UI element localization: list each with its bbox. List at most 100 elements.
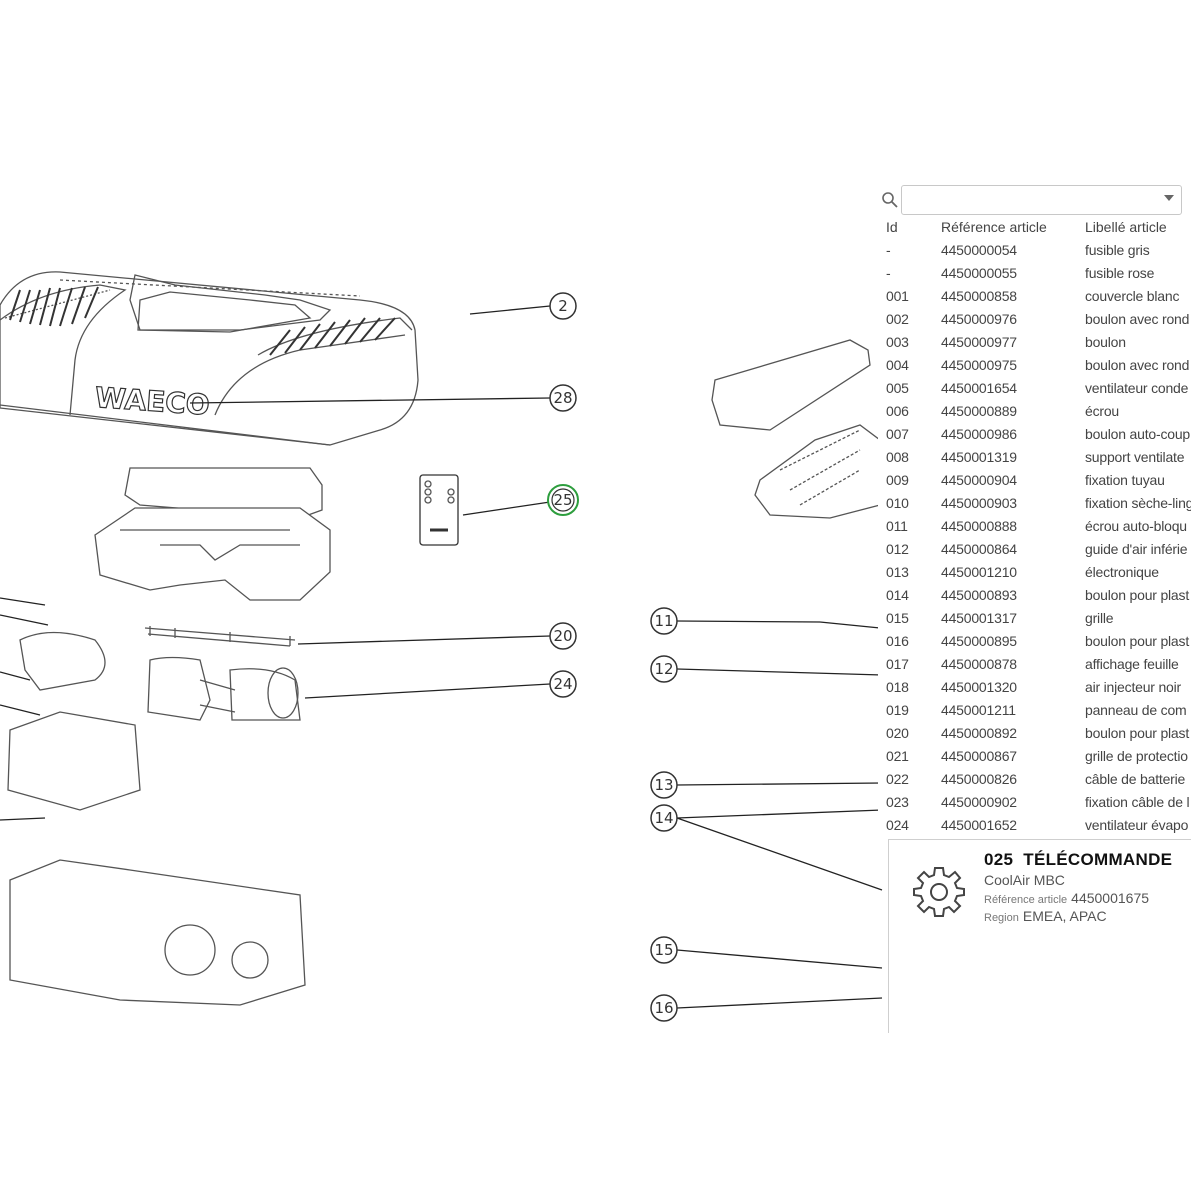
row-name: affichage feuille [1085,656,1179,672]
row-name: couvercle blanc [1085,288,1180,304]
rail-part[interactable] [144,626,296,647]
chevron-down-icon[interactable] [1164,195,1174,201]
row-id: 010 [886,495,909,511]
row-id: - [886,242,891,258]
row-name: écrou auto-bloqu [1085,518,1187,534]
right-bracket-part[interactable] [711,339,881,519]
row-id: 009 [886,472,909,488]
row-name: fusible rose [1085,265,1155,281]
row-id: 016 [886,633,909,649]
row-id: 005 [886,380,909,396]
row-id: 015 [886,610,909,626]
row-name: boulon pour plast [1085,725,1190,741]
row-id: 017 [886,656,909,672]
callout-15[interactable]: 15 [650,936,678,964]
table-header: Id Référence article Libellé article [878,219,1191,241]
callout-28[interactable]: 28 [549,384,577,412]
callout-20[interactable]: 20 [549,622,577,650]
callout-12[interactable]: 12 [650,655,678,683]
row-name: guide d'air inférie [1085,541,1188,557]
row-id: 001 [886,288,909,304]
row-id: 018 [886,679,909,695]
row-id: 014 [886,587,909,603]
row-id: 012 [886,541,909,557]
table-row[interactable]: 012 4450000864 guide d'air inférie [878,541,1191,563]
search-dropdown[interactable] [901,185,1182,215]
header-name: Libellé article [1085,219,1167,235]
row-id: 006 [886,403,909,419]
row-ref: 4450000904 [941,472,1017,488]
row-id: 011 [886,518,908,534]
row-ref: 4450000864 [941,541,1017,557]
callout-14[interactable]: 14 [650,804,678,832]
row-name: fixation sèche-ling [1085,495,1191,511]
row-ref: 4450000986 [941,426,1017,442]
header-id: Id [886,219,898,235]
callout-11[interactable]: 11 [650,607,678,635]
lower-assembly-part[interactable] [7,631,306,1006]
svg-text:14: 14 [654,809,673,827]
blower-part[interactable] [147,656,301,721]
row-ref: 4450000903 [941,495,1017,511]
row-name: support ventilate [1085,449,1185,465]
row-ref: 4450001210 [941,564,1017,580]
svg-text:15: 15 [654,941,673,959]
row-ref: 4450000867 [941,748,1017,764]
callout-25-active[interactable]: 25 [547,484,579,516]
row-ref: 4450000858 [941,288,1017,304]
svg-text:25: 25 [553,491,572,509]
row-id: 020 [886,725,909,741]
row-name: fusible gris [1085,242,1150,258]
table-row[interactable]: 010 4450000903 fixation sèche-ling [878,495,1191,517]
row-ref: 4450000976 [941,311,1017,327]
detail-ref-label: Référence article [984,894,1068,906]
row-name: grille de protectio [1085,748,1188,764]
callout-2[interactable]: 2 [549,292,577,320]
detail-region-value: EMEA, APAC [1022,908,1107,924]
svg-text:16: 16 [654,999,673,1017]
parts-list-panel: Id Référence article Libellé article -44… [878,184,1191,844]
row-ref: 4450000889 [941,403,1017,419]
search-icon[interactable] [881,191,899,209]
leader-lines [0,305,883,1009]
callout-24[interactable]: 24 [549,670,577,698]
svg-text:24: 24 [553,675,572,693]
insulation-part[interactable] [94,467,331,601]
table-row[interactable]: 001 4450000858 couvercle blanc [878,288,1191,310]
callout-16[interactable]: 16 [650,994,678,1022]
svg-text:11: 11 [654,612,673,630]
table-row[interactable]: 006 4450000889 écrou [878,403,1191,425]
remote-control-part[interactable] [419,474,459,546]
top-cover-part[interactable] [0,271,419,446]
row-name: écrou [1085,403,1120,419]
row-name: fixation câble de l [1085,794,1190,810]
detail-model: CoolAir MBC [984,872,1065,888]
detail-region-label: Region [984,912,1019,924]
callout-13[interactable]: 13 [650,771,678,799]
